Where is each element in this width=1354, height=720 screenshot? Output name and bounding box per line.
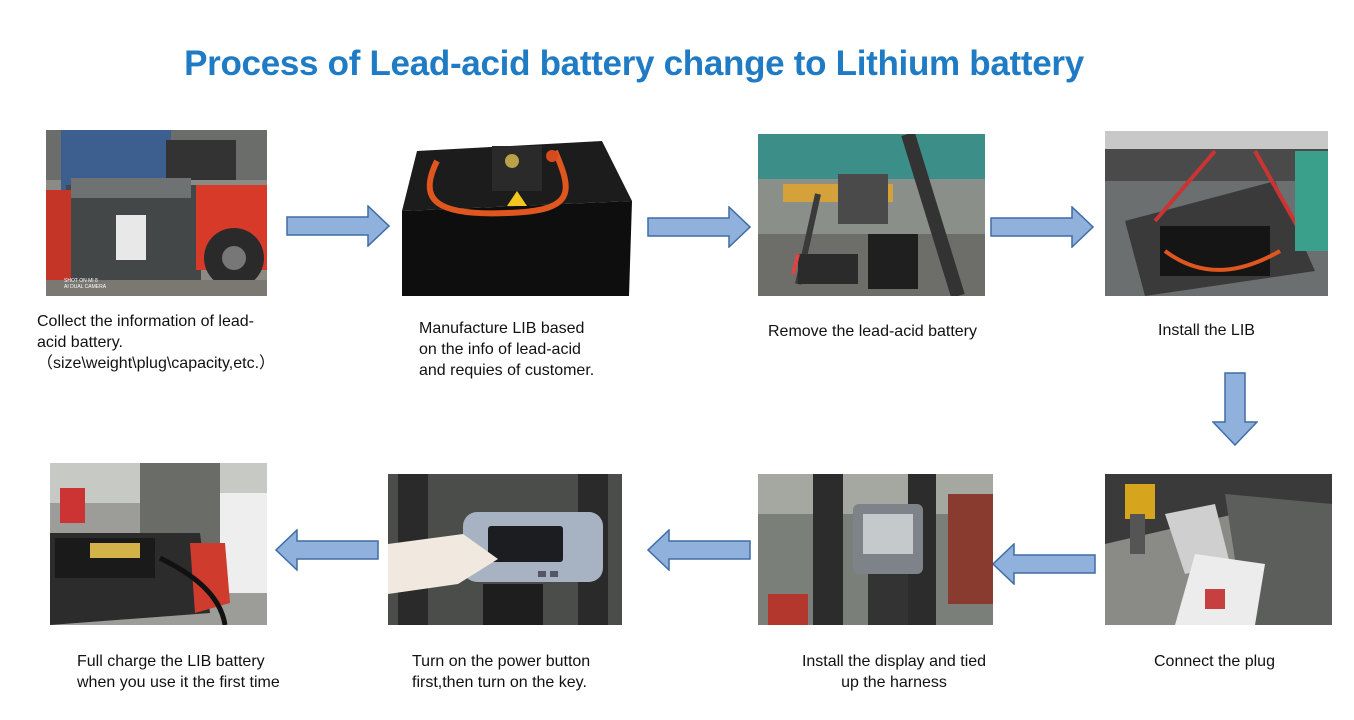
flow-arrow-right	[990, 206, 1094, 248]
flow-arrow-right	[647, 206, 751, 248]
camera-watermark: SHOT ON MI 8	[64, 278, 98, 284]
page-title: Process of Lead-acid battery change to L…	[184, 44, 1084, 83]
flow-arrow-left	[275, 529, 379, 571]
flow-arrow-right	[286, 205, 390, 247]
step-caption: Turn on the power button first,then turn…	[412, 653, 591, 691]
flow-arrow-left	[647, 529, 751, 571]
step-caption: Install the LIB	[1158, 322, 1255, 339]
step-caption: Connect the plug	[1154, 653, 1275, 670]
step-caption: Full charge the LIB battery when you use…	[77, 653, 280, 691]
install-display-photo	[758, 474, 993, 625]
step-caption: Install the display and tied up the harn…	[801, 653, 987, 691]
step-caption: Remove the lead-acid battery	[768, 323, 977, 340]
forklift-photo: SHOT ON MI 8 AI DUAL CAMERA	[46, 130, 267, 296]
lithium-battery-photo	[397, 131, 634, 296]
flow-arrow-left	[992, 543, 1096, 585]
full-charge-photo	[50, 463, 267, 625]
step-caption: Manufacture LIB based on the info of lea…	[419, 320, 595, 379]
remove-battery-photo	[758, 134, 985, 296]
connect-plug-photo	[1105, 474, 1332, 625]
power-on-photo	[388, 474, 622, 625]
flow-arrow-down	[1212, 372, 1258, 446]
svg-text:AI DUAL CAMERA: AI DUAL CAMERA	[64, 284, 107, 290]
install-lib-photo	[1105, 131, 1328, 296]
step-caption: Collect the information of lead- acid ba…	[37, 313, 276, 372]
